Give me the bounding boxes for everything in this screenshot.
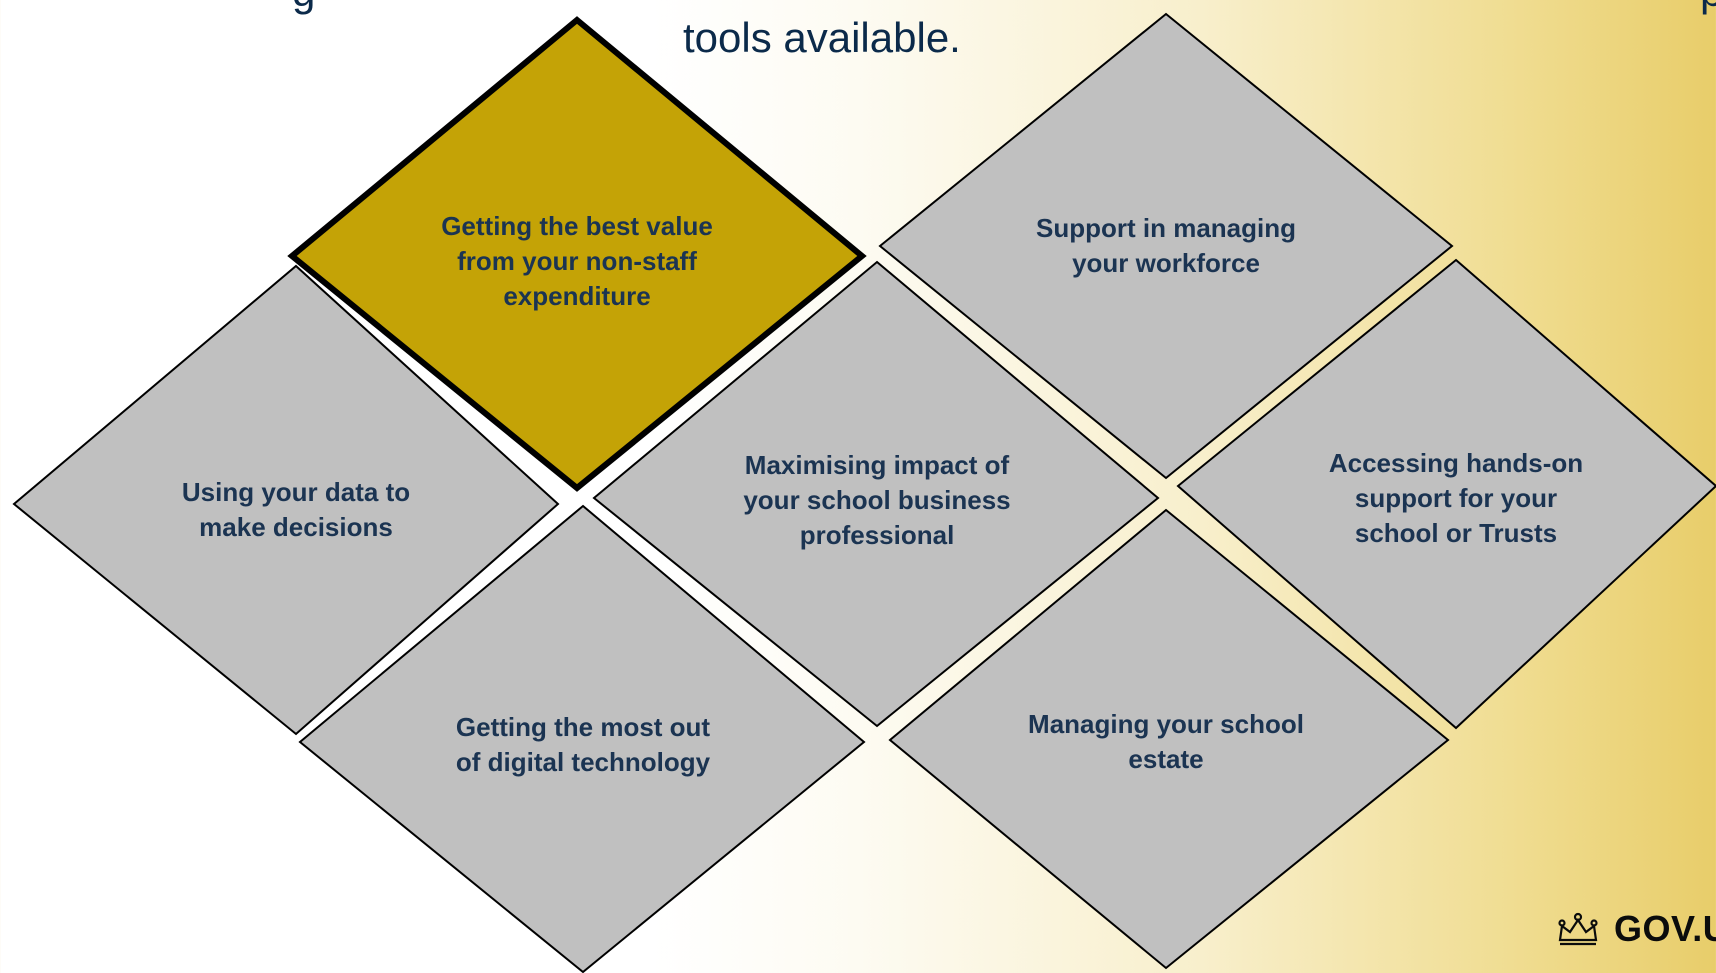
crown-icon bbox=[1558, 912, 1598, 946]
tile-using-data-label[interactable]: Using your data to make decisions bbox=[181, 477, 411, 542]
govuk-logo[interactable]: GOV.UK bbox=[1556, 908, 1716, 950]
tile-non-staff-expenditure-shape[interactable] bbox=[287, 16, 867, 492]
tile-using-data-shape[interactable] bbox=[12, 264, 560, 736]
tile-school-estate-shape[interactable] bbox=[888, 508, 1450, 970]
intro-text-end: p bbox=[1700, 0, 1716, 16]
tile-hands-on-support-shape[interactable] bbox=[1176, 258, 1716, 730]
tile-maximising-sbp-shape[interactable] bbox=[592, 260, 1160, 728]
tile-managing-workforce-shape[interactable] bbox=[878, 12, 1454, 480]
tile-digital-technology-shape[interactable] bbox=[298, 504, 866, 973]
intro-line-2: tools available. bbox=[683, 14, 961, 61]
govuk-logo-text: GOV.UK bbox=[1614, 908, 1716, 949]
tile-maximising-sbp-label[interactable]: Maximising impact of your school busines… bbox=[743, 449, 1011, 550]
tile-digital-technology-label[interactable]: Getting the most out of digital technolo… bbox=[455, 712, 711, 777]
tile-school-estate-label[interactable]: Managing your school estate bbox=[1028, 709, 1304, 774]
intro-line-1: g p bbox=[0, 0, 1716, 16]
tile-managing-workforce-label[interactable]: Support in managing your workforce bbox=[1036, 213, 1296, 278]
intro-text: g p tools available. bbox=[0, 0, 1716, 100]
tile-non-staff-expenditure-label[interactable]: Getting the best value from your non-sta… bbox=[441, 210, 713, 311]
intro-text-start: g bbox=[292, 0, 315, 16]
tile-hands-on-support-label[interactable]: Accessing hands-on support for your scho… bbox=[1328, 447, 1584, 548]
